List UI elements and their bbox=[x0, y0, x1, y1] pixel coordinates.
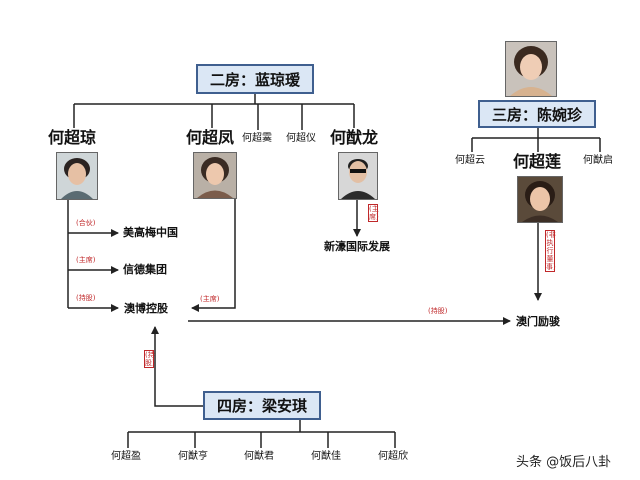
he-youheng-name: 何猷亨 bbox=[178, 451, 208, 462]
he-youlong-photo bbox=[338, 152, 378, 200]
he-chaoyi-name: 何超仪 bbox=[286, 133, 316, 144]
he-chaoqiong-name: 何超琼 bbox=[48, 128, 97, 147]
watermark: 头条 @饭后八卦 bbox=[516, 455, 612, 470]
relation-chigu-lijun: (持股) bbox=[428, 307, 448, 315]
relation-feizhixing: (非执行董事) bbox=[545, 230, 556, 272]
fourth-house-box: 四房：梁安琪 bbox=[203, 391, 321, 420]
he-youjia-name: 何猷佳 bbox=[311, 451, 341, 462]
company-xinhao: 新濠国际发展 bbox=[324, 240, 390, 253]
second-house-box: 二房：蓝琼瑷 bbox=[196, 64, 314, 94]
relation-chigu-fourth: (持股) bbox=[144, 350, 155, 368]
relation-chigu-aobo: (持股) bbox=[76, 294, 96, 302]
arrow-fourth-house-to-aobo bbox=[151, 326, 203, 407]
he-youlong-name: 何猷龙 bbox=[330, 128, 379, 147]
he-chaofeng-name: 何超凤 bbox=[186, 128, 235, 147]
he-chaolian-photo bbox=[517, 176, 563, 223]
he-chaolian-name: 何超莲 bbox=[513, 152, 562, 171]
relation-zhuxi-xinhao: (主席) bbox=[368, 204, 379, 222]
relation-zhuxi-xinde: (主席) bbox=[76, 256, 96, 264]
he-youqi-name: 何猷启 bbox=[583, 155, 613, 166]
third-house-box: 三房：陈婉珍 bbox=[478, 100, 596, 128]
he-youjun-name: 何猷君 bbox=[244, 451, 274, 462]
company-aobo: 澳博控股 bbox=[124, 302, 168, 315]
company-meigaomei: 美高梅中国 bbox=[123, 226, 178, 239]
he-chaoyun-name: 何超云 bbox=[455, 155, 485, 166]
arrow-chaofeng-to-aobo bbox=[191, 197, 236, 312]
he-chaoxin-name: 何超欣 bbox=[378, 451, 408, 462]
he-chaoying2-name: 何超盈 bbox=[111, 451, 141, 462]
relation-hehuo: (合伙) bbox=[76, 219, 96, 227]
he-chaoying-name: 何超霙 bbox=[242, 133, 272, 144]
chen-wanzhen-photo bbox=[505, 41, 557, 97]
he-chaoqiong-photo bbox=[56, 152, 98, 200]
company-xinde: 信德集团 bbox=[123, 263, 167, 276]
he-chaofeng-photo bbox=[193, 152, 237, 199]
relation-zhuxi-aobo: (主席) bbox=[200, 295, 220, 303]
company-aomen-lijun: 澳门励骏 bbox=[516, 315, 560, 328]
